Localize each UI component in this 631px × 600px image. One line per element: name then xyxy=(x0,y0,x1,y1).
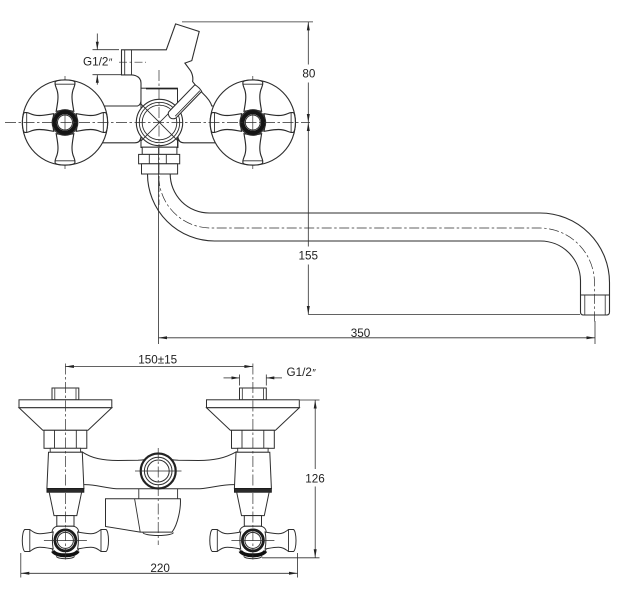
svg-text:80: 80 xyxy=(302,68,316,81)
svg-text:350: 350 xyxy=(351,327,371,340)
svg-text:220: 220 xyxy=(150,562,170,575)
svg-text:150±15: 150±15 xyxy=(138,353,177,366)
svg-text:G1/2″: G1/2″ xyxy=(83,55,112,68)
svg-text:155: 155 xyxy=(298,250,318,263)
svg-text:G1/2″: G1/2″ xyxy=(287,366,316,379)
svg-text:126: 126 xyxy=(305,473,325,486)
